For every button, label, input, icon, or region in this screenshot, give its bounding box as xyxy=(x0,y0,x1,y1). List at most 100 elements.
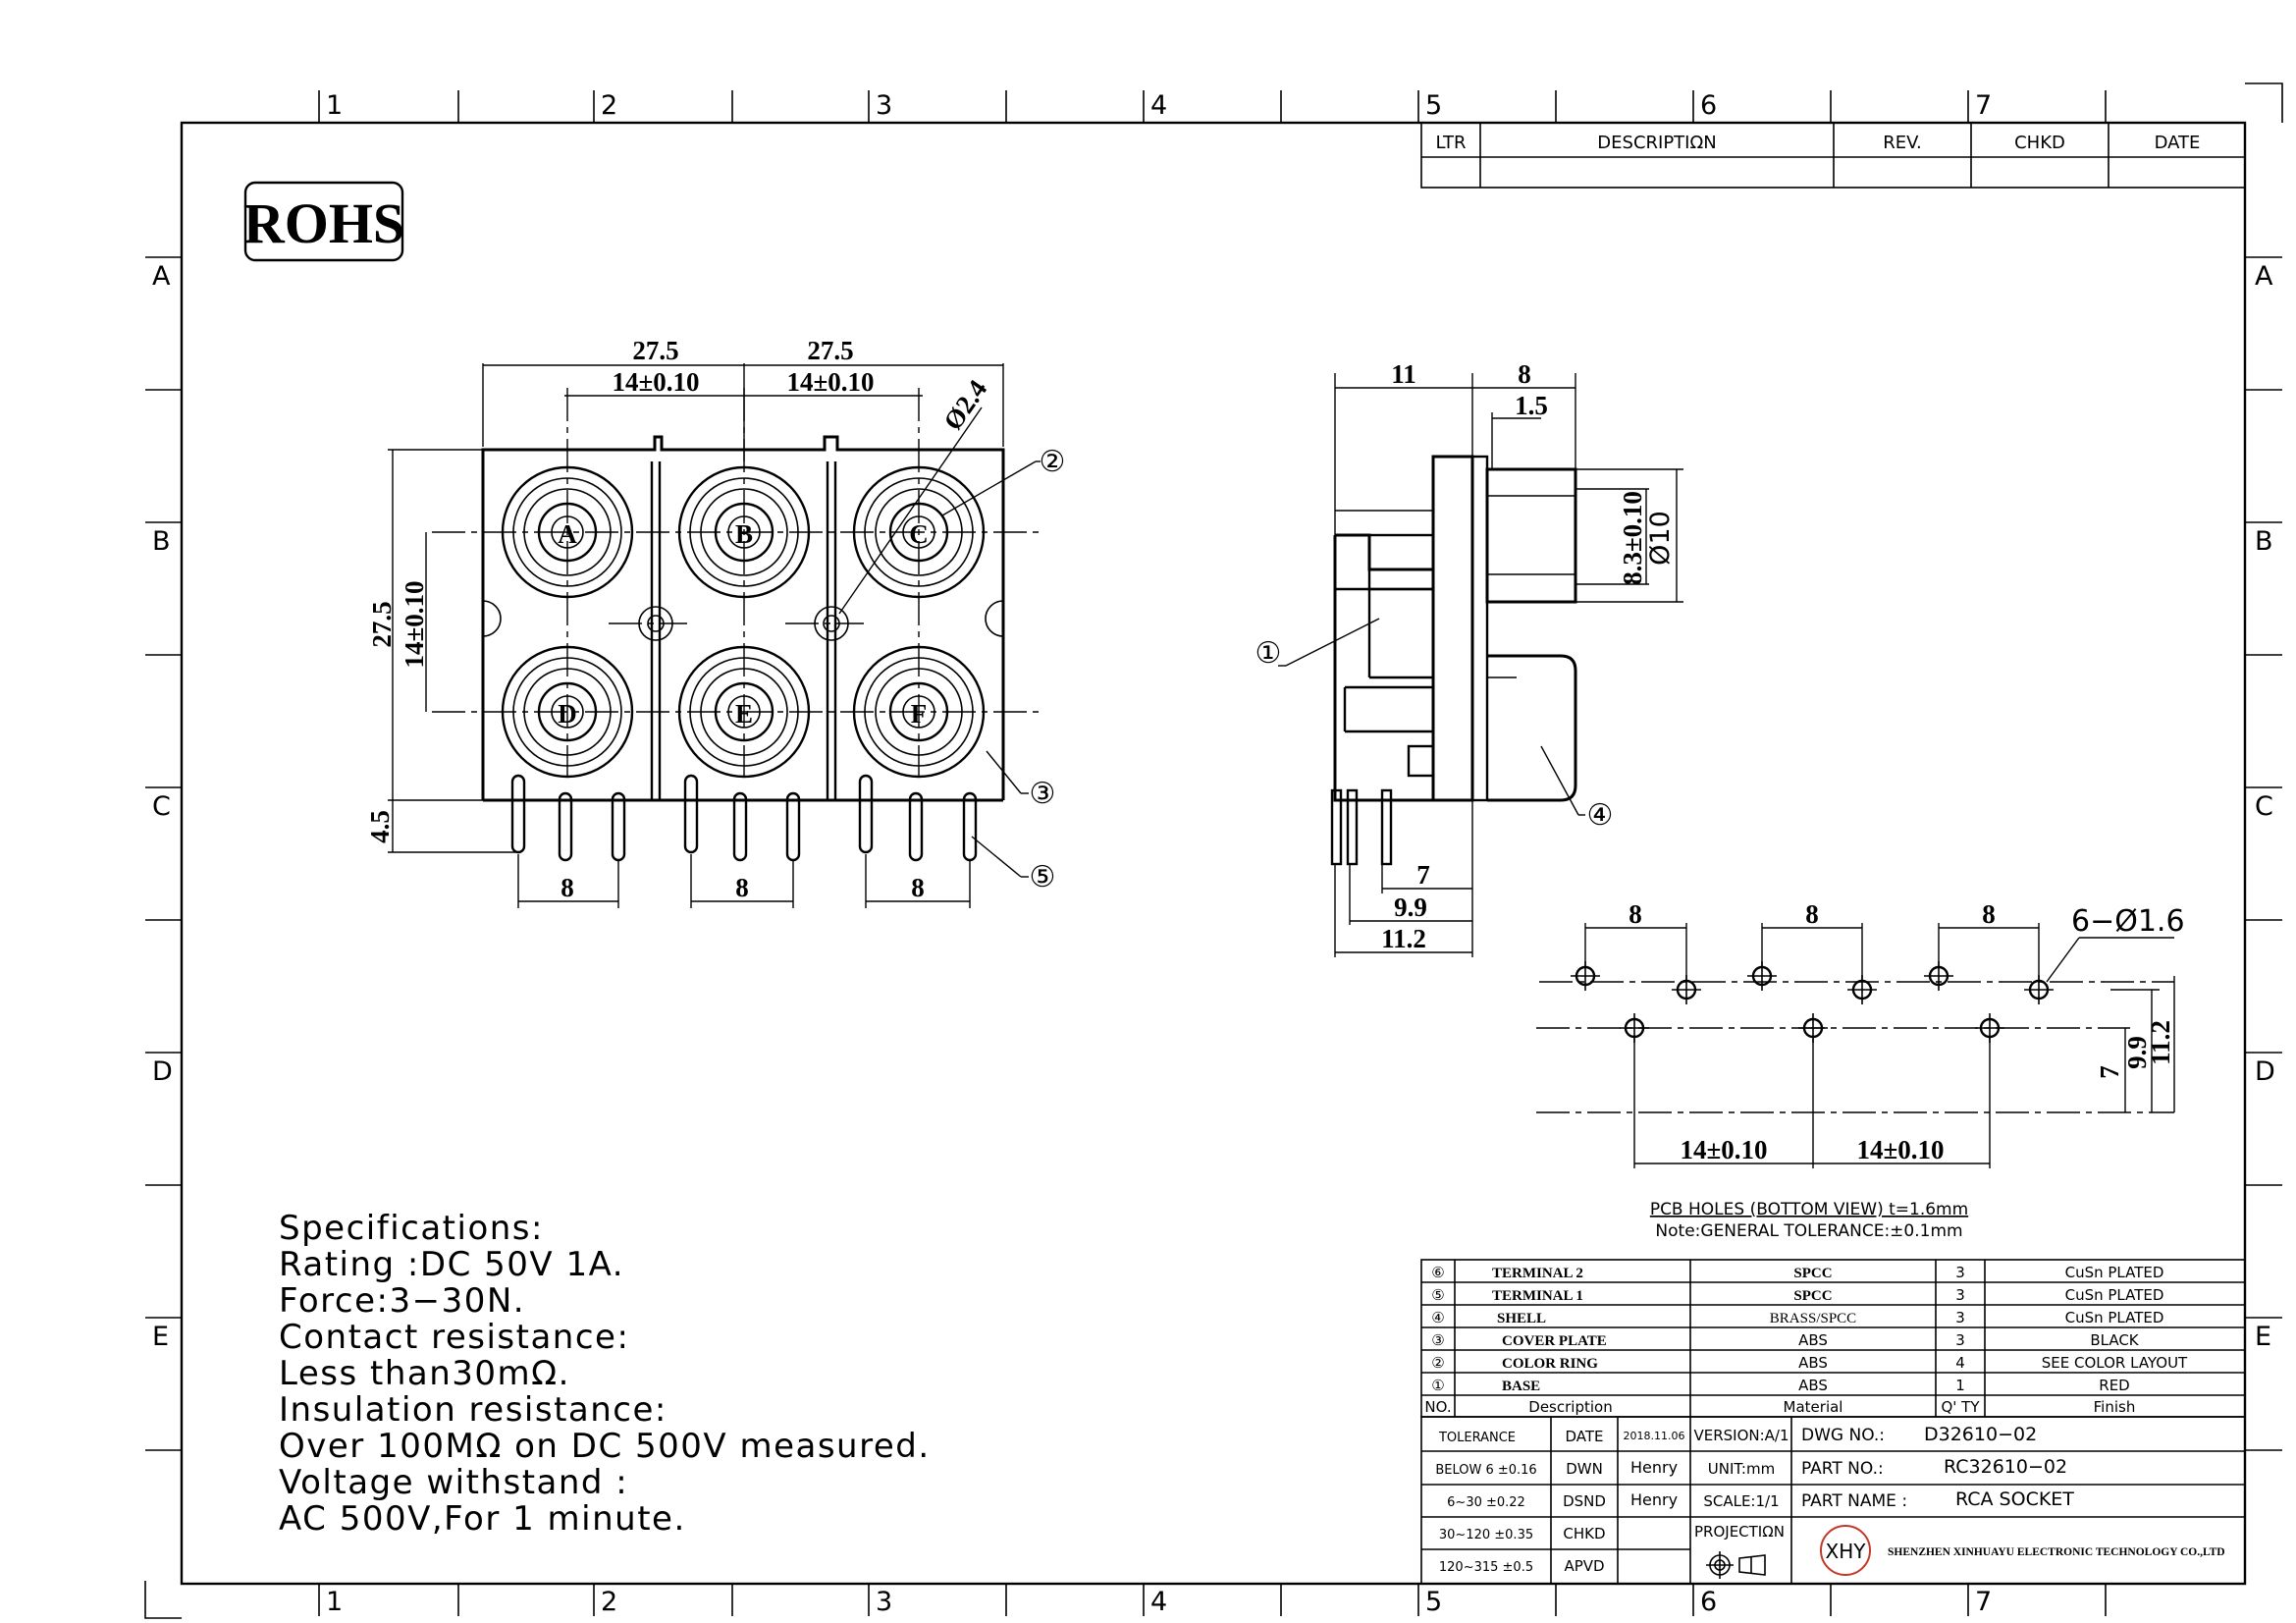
dim-pcb-9-9: 9.9 xyxy=(2122,1036,2152,1069)
bom-row: ⑤ TERMINAL 1 SPCC 3 CuSn PLATED xyxy=(1431,1286,2163,1304)
zone-row-d-right: D xyxy=(2255,1056,2275,1087)
bom-table: ⑥ TERMINAL 2 SPCC 3 CuSn PLATED ⑤ TERMIN… xyxy=(1420,1259,2246,1418)
bom-row: ① BASE ABS 1 RED xyxy=(1431,1377,2129,1394)
mount-hole-right xyxy=(814,606,849,641)
bom-mat: ABS xyxy=(1798,1377,1828,1394)
sheet-border xyxy=(144,82,2283,1619)
tb-dwg-label: DWG NO.: xyxy=(1801,1426,1885,1445)
zone-col-4: 4 xyxy=(1150,90,1167,121)
bom-mat: SPCC xyxy=(1793,1266,1832,1281)
zone-col-3-bottom: 3 xyxy=(876,1587,892,1617)
zone-col-6-bottom: 6 xyxy=(1700,1587,1717,1617)
tb-projection: PROJECTIΩN xyxy=(1694,1523,1785,1541)
zone-col-2-bottom: 2 xyxy=(601,1587,617,1617)
dim-pcb-pitch-1: 14±0.10 xyxy=(1680,1135,1767,1164)
zone-col-1: 1 xyxy=(326,90,343,121)
spec-line-5: Insulation resistance: xyxy=(279,1390,667,1430)
tb-dwn-value: Henry xyxy=(1630,1458,1678,1477)
tb-dwn-label: DWN xyxy=(1566,1460,1603,1478)
zone-labels: 1 2 3 4 5 6 7 1 2 3 4 5 6 7 A B C D E A … xyxy=(152,90,2275,1617)
dim-pcb-pitch-2: 14±0.10 xyxy=(1856,1135,1944,1164)
spec-line-6: Over 100MΩ on DC 500V measured. xyxy=(279,1427,931,1466)
callout-4: ④ xyxy=(1587,798,1614,833)
bom-row: ⑥ TERMINAL 2 SPCC 3 CuSn PLATED xyxy=(1431,1264,2163,1281)
spec-line-4: Less than30mΩ. xyxy=(279,1354,570,1393)
dim-front-height-pitch: 14±0.10 xyxy=(400,580,429,668)
zone-row-e: E xyxy=(152,1322,169,1352)
bom-header-qty: Q' TY xyxy=(1941,1398,1980,1416)
dim-pin-spacing-3: 8 xyxy=(911,873,925,902)
bom-no: ① xyxy=(1431,1377,1444,1394)
bom-desc: TERMINAL 2 xyxy=(1492,1266,1583,1281)
tb-tolerance-row: 6~30 ±0.22 xyxy=(1447,1495,1525,1510)
zone-row-c-right: C xyxy=(2255,791,2273,822)
tb-date-value: 2018.11.06 xyxy=(1624,1430,1685,1442)
rev-col-rev: REV. xyxy=(1883,133,1922,153)
dim-side-11: 11 xyxy=(1391,359,1416,389)
jack-d-label: D xyxy=(558,699,577,729)
tb-part-value: RC32610−02 xyxy=(1944,1456,2067,1478)
specifications: Specifications: Rating :DC 50V 1A. Force… xyxy=(279,1209,931,1539)
jack-e-label: E xyxy=(735,699,753,729)
zone-col-5-bottom: 5 xyxy=(1425,1587,1442,1617)
dim-pin-spacing-2: 8 xyxy=(735,873,749,902)
callout-3: ③ xyxy=(1030,777,1056,811)
zone-col-7: 7 xyxy=(1975,90,1992,121)
tb-scale: SCALE:1/1 xyxy=(1703,1492,1779,1510)
callout-5: ⑤ xyxy=(1030,860,1056,894)
rohs-text: ROHS xyxy=(243,191,404,255)
bom-qty: 3 xyxy=(1955,1264,1965,1281)
dim-front-pin-length: 4.5 xyxy=(365,810,395,843)
jack-f: F xyxy=(852,645,986,779)
jack-b-label: B xyxy=(735,519,753,549)
jack-b: B xyxy=(677,465,811,599)
tb-part-label: PART NO.: xyxy=(1801,1459,1884,1479)
zone-col-7-bottom: 7 xyxy=(1975,1587,1992,1617)
tb-tolerance-row: BELOW 6 ±0.16 xyxy=(1435,1463,1536,1478)
zone-col-3: 3 xyxy=(876,90,892,121)
jack-e: E xyxy=(677,645,811,779)
zone-col-2: 2 xyxy=(601,90,617,121)
zone-row-b: B xyxy=(152,526,171,557)
tb-name-label: PART NAME : xyxy=(1801,1491,1907,1511)
bom-qty: 4 xyxy=(1955,1354,1965,1372)
dim-front-pitch-2: 14±0.10 xyxy=(786,367,874,397)
bom-fin: CuSn PLATED xyxy=(2065,1309,2164,1326)
bom-no: ④ xyxy=(1431,1309,1444,1326)
bom-desc: SHELL xyxy=(1497,1311,1546,1326)
bom-header-mat: Material xyxy=(1784,1398,1843,1416)
dim-pcb-spacing-1: 8 xyxy=(1629,899,1642,929)
dim-front-width-1: 27.5 xyxy=(632,336,678,365)
bom-fin: BLACK xyxy=(2090,1331,2139,1349)
zone-col-1-bottom: 1 xyxy=(326,1587,343,1617)
bom-desc: COVER PLATE xyxy=(1502,1333,1607,1349)
spec-line-2: Force:3−30N. xyxy=(279,1281,525,1321)
zone-row-b-right: B xyxy=(2255,526,2273,557)
bom-no: ⑥ xyxy=(1431,1264,1444,1281)
dim-side-8-3: 8.3±0.10 xyxy=(1618,491,1647,585)
bom-no: ③ xyxy=(1431,1331,1444,1349)
dim-side-9-9: 9.9 xyxy=(1394,893,1427,922)
zone-row-d: D xyxy=(152,1056,173,1087)
tb-tolerance-row: 120~315 ±0.5 xyxy=(1439,1560,1533,1575)
jack-c-label: C xyxy=(909,519,929,549)
tb-tolerance-row: 30~120 ±0.35 xyxy=(1439,1528,1533,1542)
zone-row-a-right: A xyxy=(2255,261,2273,292)
dim-side-1-5: 1.5 xyxy=(1515,391,1548,420)
bom-no: ② xyxy=(1431,1354,1444,1372)
bom-desc: TERMINAL 1 xyxy=(1492,1288,1583,1304)
zone-col-4-bottom: 4 xyxy=(1150,1587,1167,1617)
dim-side-11-2: 11.2 xyxy=(1381,924,1426,953)
bom-header-desc: Description xyxy=(1528,1398,1612,1416)
zone-row-a: A xyxy=(152,261,171,292)
zone-row-e-right: E xyxy=(2255,1322,2271,1352)
front-view: A B C D E F xyxy=(365,336,1065,908)
rohs-logo: ROHS xyxy=(243,181,404,262)
bom-row: ③ COVER PLATE ABS 3 BLACK xyxy=(1431,1331,2140,1349)
dim-side-dia-10: Ø10 xyxy=(1645,511,1676,566)
bom-mat: BRASS/SPCC xyxy=(1770,1311,1856,1326)
bom-header-row: NO. Description Material Q' TY Finish xyxy=(1424,1398,2135,1416)
dim-pcb-7: 7 xyxy=(2095,1065,2124,1079)
zone-row-c: C xyxy=(152,791,171,822)
bom-desc: BASE xyxy=(1502,1379,1540,1394)
